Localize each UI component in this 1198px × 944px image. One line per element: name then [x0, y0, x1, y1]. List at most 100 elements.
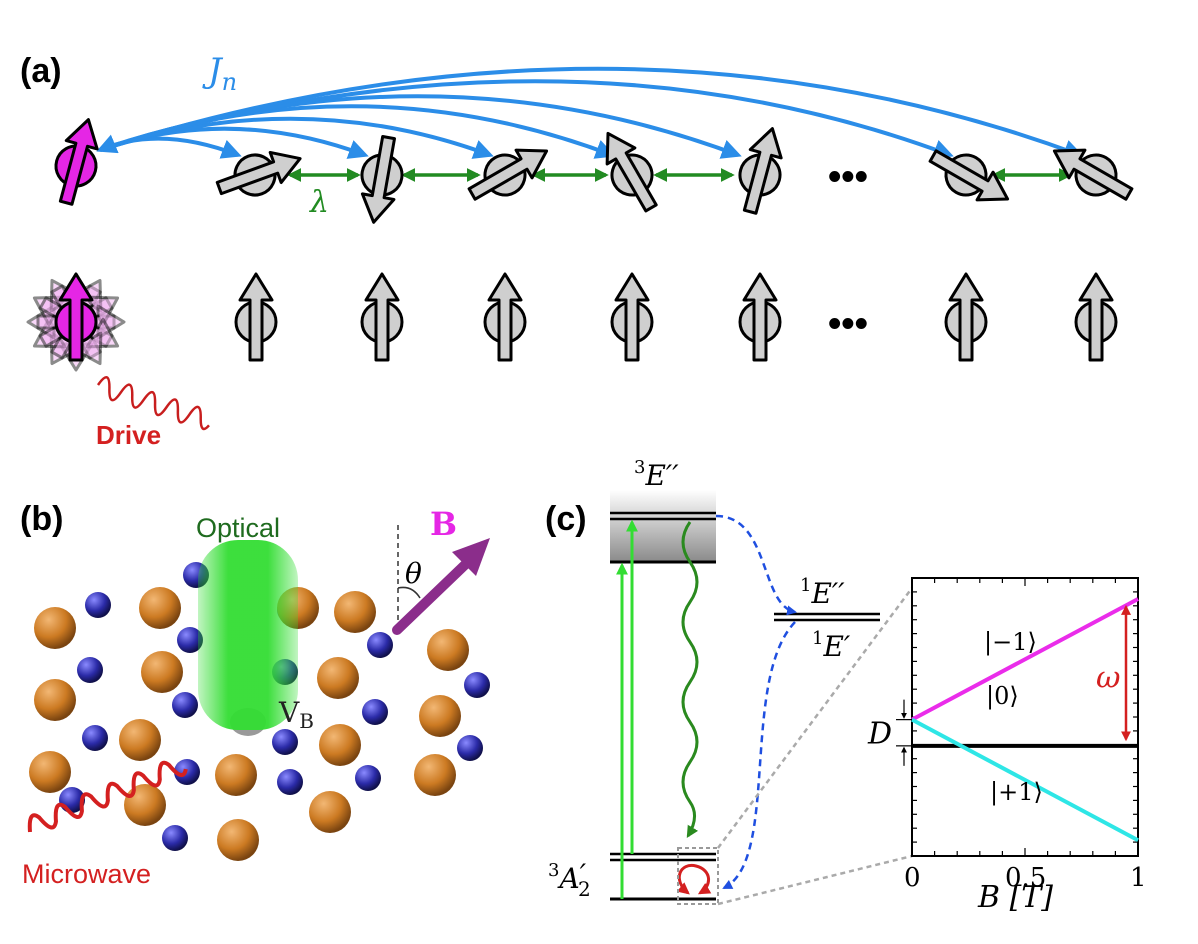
spin-4 — [605, 131, 658, 213]
spin-polarized-5 — [738, 272, 782, 362]
probe-spin-driven — [26, 272, 126, 372]
microwave-label: Microwave — [22, 859, 151, 889]
boron-atom-15 — [124, 784, 166, 826]
drive-label: Drive — [96, 420, 161, 450]
zoom-line-bottom — [717, 854, 913, 906]
splitting-label: ω — [1096, 661, 1120, 696]
x-tick-label-2: 1 — [1130, 863, 1147, 893]
angle-arc — [397, 586, 421, 599]
panel-b-label: (b) — [20, 500, 63, 538]
boron-atom-11 — [29, 751, 71, 793]
spin-5 — [738, 127, 783, 215]
probe-spin-polarized — [54, 272, 98, 362]
boron-atom-1 — [34, 607, 76, 649]
singlet-lower-label: 1E′ — [812, 628, 851, 663]
coupling-long-label: Jn — [202, 51, 237, 96]
series-line-2 — [911, 717, 1139, 843]
spin-3 — [467, 148, 549, 201]
singlet-upper-label: 1E′′ — [800, 575, 845, 610]
nitrogen-atom-1 — [85, 592, 111, 618]
field-label: B — [430, 505, 457, 543]
spin-polarized-6 — [944, 272, 988, 362]
spin-7 — [1052, 148, 1134, 201]
nitrogen-atom-5 — [77, 657, 103, 683]
emission-arrow — [681, 521, 699, 839]
excited-state-label: 3E′′ — [634, 457, 679, 492]
spin-chain-polarized — [234, 272, 1118, 362]
nitrogen-atom-11 — [272, 729, 298, 755]
spin-polarized-4 — [610, 272, 654, 362]
probe-spin — [54, 118, 99, 206]
coupling-arc-6 — [99, 79, 954, 159]
boron-atom-8 — [317, 657, 359, 699]
nitrogen-atom-10 — [82, 725, 108, 751]
boron-atom-5 — [427, 629, 469, 671]
boron-atom-10 — [119, 719, 161, 761]
boron-atom-9 — [419, 695, 461, 737]
angle-label: θ — [405, 557, 422, 590]
zoom-line-top — [716, 587, 914, 849]
spin-6 — [928, 149, 1010, 202]
hbn-lattice — [29, 562, 490, 861]
boron-atom-17 — [309, 791, 351, 833]
boron-atom-16 — [217, 819, 259, 861]
field-arrowhead — [452, 538, 490, 576]
optical-beam — [198, 540, 298, 730]
zero-field-label: D — [867, 717, 892, 752]
boron-atom-13 — [319, 724, 361, 766]
nitrogen-atom-17 — [355, 765, 381, 791]
boron-atom-7 — [34, 679, 76, 721]
x-tick-label-1: 0.5 — [1005, 863, 1046, 893]
spin-2 — [360, 135, 404, 224]
isc-arrow-up — [715, 514, 797, 616]
series-label-1: |0⟩ — [986, 682, 1019, 711]
nitrogen-atom-6 — [172, 692, 198, 718]
ground-state-label: 3A′2 — [548, 858, 591, 901]
panel-c-label: (c) — [545, 500, 587, 538]
x-tick-label-0: 0 — [904, 863, 921, 893]
chart-labels: |−1⟩ |0⟩ |+1⟩ ωD — [867, 604, 1131, 807]
nitrogen-atom-13 — [457, 735, 483, 761]
panel-a-label: (a) — [20, 52, 62, 90]
ellipsis-row1: ••• — [828, 156, 868, 198]
field-arrow — [392, 555, 475, 635]
spin-polarized-3 — [483, 272, 527, 362]
chart-lines — [911, 597, 1139, 843]
spin-chain-random — [54, 118, 1134, 224]
spin-1 — [215, 150, 302, 197]
nitrogen-atom-18 — [277, 769, 303, 795]
nitrogen-atom-12 — [362, 699, 388, 725]
excited-state-band — [610, 490, 716, 562]
zoom-box — [677, 847, 719, 905]
long-range-couplings — [96, 66, 1084, 159]
series-label-0: |−1⟩ — [984, 628, 1037, 657]
isc-arrow-down — [722, 621, 796, 890]
coupling-arc-7 — [99, 66, 1084, 159]
boron-atom-6 — [141, 651, 183, 693]
series-label-2: |+1⟩ — [990, 778, 1043, 807]
boron-atom-14 — [414, 754, 456, 796]
ellipsis-row2: ••• — [828, 303, 868, 345]
optical-label: Optical — [196, 513, 280, 543]
boron-atom-2 — [139, 587, 181, 629]
nitrogen-atom-4 — [177, 627, 203, 653]
chart-frame — [911, 577, 1139, 857]
x-axis-label: B [T] — [977, 880, 1053, 915]
nitrogen-atom-9 — [464, 672, 490, 698]
spin-polarized-1 — [234, 272, 278, 362]
series-line-0 — [911, 597, 1139, 722]
ground-mixing-arrow — [676, 863, 712, 895]
nitrogen-atom-8 — [367, 632, 393, 658]
vacancy-label: VB — [278, 696, 314, 733]
drive-wave — [96, 376, 210, 431]
spin-polarized-7 — [1074, 272, 1118, 362]
boron-atom-4 — [334, 591, 376, 633]
nitrogen-atom-16 — [162, 825, 188, 851]
coupling-nn-label: λ — [309, 185, 329, 220]
boron-atom-12 — [215, 754, 257, 796]
microwave-wave — [27, 760, 188, 833]
spin-polarized-2 — [360, 272, 404, 362]
